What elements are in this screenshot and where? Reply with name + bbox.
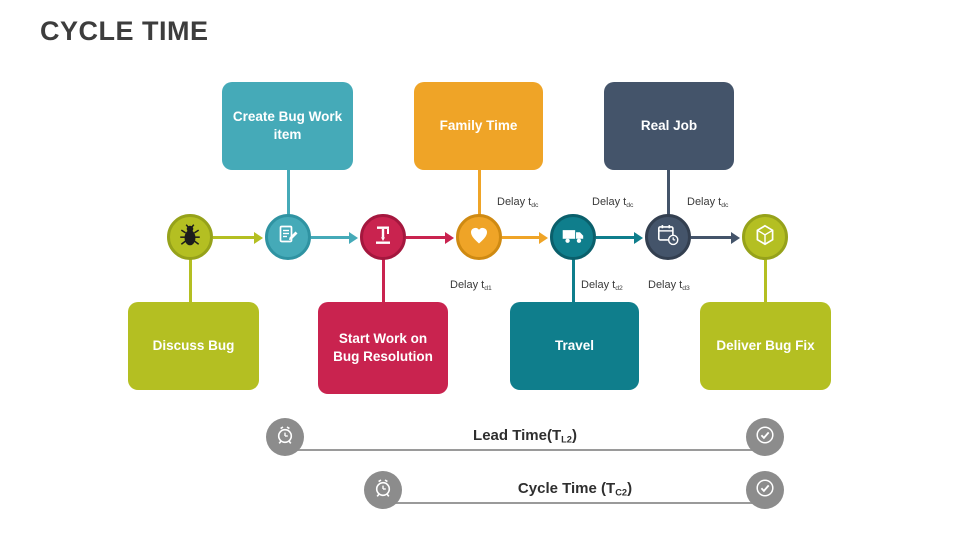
cycle-time-clock [364,471,402,509]
box-label: Family Time [439,117,518,133]
connector-doc-createbug [286,168,290,216]
lead-time-line [285,449,765,451]
check-circle-icon [753,423,777,452]
box-create-bug-work-item: Create Bug Work item [222,82,353,170]
arrow-truck-to-calendar [596,236,635,239]
package-icon [753,223,777,252]
box-discuss-bug: Discuss Bug [128,302,259,390]
lead-time-check [746,418,784,456]
delay-label-td2: Delay td2 [581,279,623,292]
cycle-time-label: Cycle Time (TC2) [517,480,633,498]
bug-icon [177,222,203,253]
node-discuss-bug [167,214,213,260]
box-deliver-bug-fix: Deliver Bug Fix [700,302,831,390]
box-label: Deliver Bug Fix [716,337,815,353]
node-deliver-bug-fix [742,214,788,260]
alarm-clock-icon [273,423,297,452]
box-family-time: Family Time [414,82,543,170]
arrow-doc-to-work [311,236,350,239]
connector-heart-family [477,168,481,216]
work-tool-icon [371,223,395,252]
page-title: CYCLE TIME [40,16,209,46]
check-circle-icon [753,476,777,505]
arrow-heart-to-truck [502,236,540,239]
box-label: Discuss Bug [152,337,235,353]
connector-package-deliver [763,258,767,304]
box-start-work-on-bug-resolution: Start Work on Bug Resolution [318,302,448,394]
box-travel: Travel [510,302,639,390]
node-start-work [360,214,406,260]
box-label: Start Work on Bug Resolution [333,330,433,364]
cycle-time-line [383,502,765,504]
alarm-clock-icon [371,476,395,505]
lead-time-clock [266,418,304,456]
node-family-time [456,214,502,260]
delay-label-td1: Delay td1 [450,279,492,292]
connector-truck-travel [571,258,575,304]
cycle-time-check [746,471,784,509]
box-label: Create Bug Work item [232,108,343,142]
node-travel [550,214,596,260]
box-label: Real Job [640,117,698,133]
calendar-clock-icon [655,222,681,253]
connector-bug-discuss [188,258,192,304]
arrow-bug-to-doc [213,236,255,239]
arrow-work-to-heart [406,236,446,239]
truck-icon [560,222,586,253]
connector-calendar-realjob [666,168,670,216]
delay-label-tdc-3: Delay tdc [687,196,729,209]
arrow-calendar-to-package [691,236,732,239]
node-real-job [645,214,691,260]
box-label: Travel [554,337,595,353]
delay-label-td3: Delay td3 [648,279,690,292]
edit-document-icon [276,223,300,252]
delay-label-tdc-1: Delay tdc [497,196,539,209]
heart-icon [467,223,491,252]
connector-work-startwork [381,258,385,304]
box-real-job: Real Job [604,82,734,170]
delay-label-tdc-2: Delay tdc [592,196,634,209]
node-create-bug-work-item [265,214,311,260]
lead-time-label: Lead Time(TL2) [473,427,577,445]
